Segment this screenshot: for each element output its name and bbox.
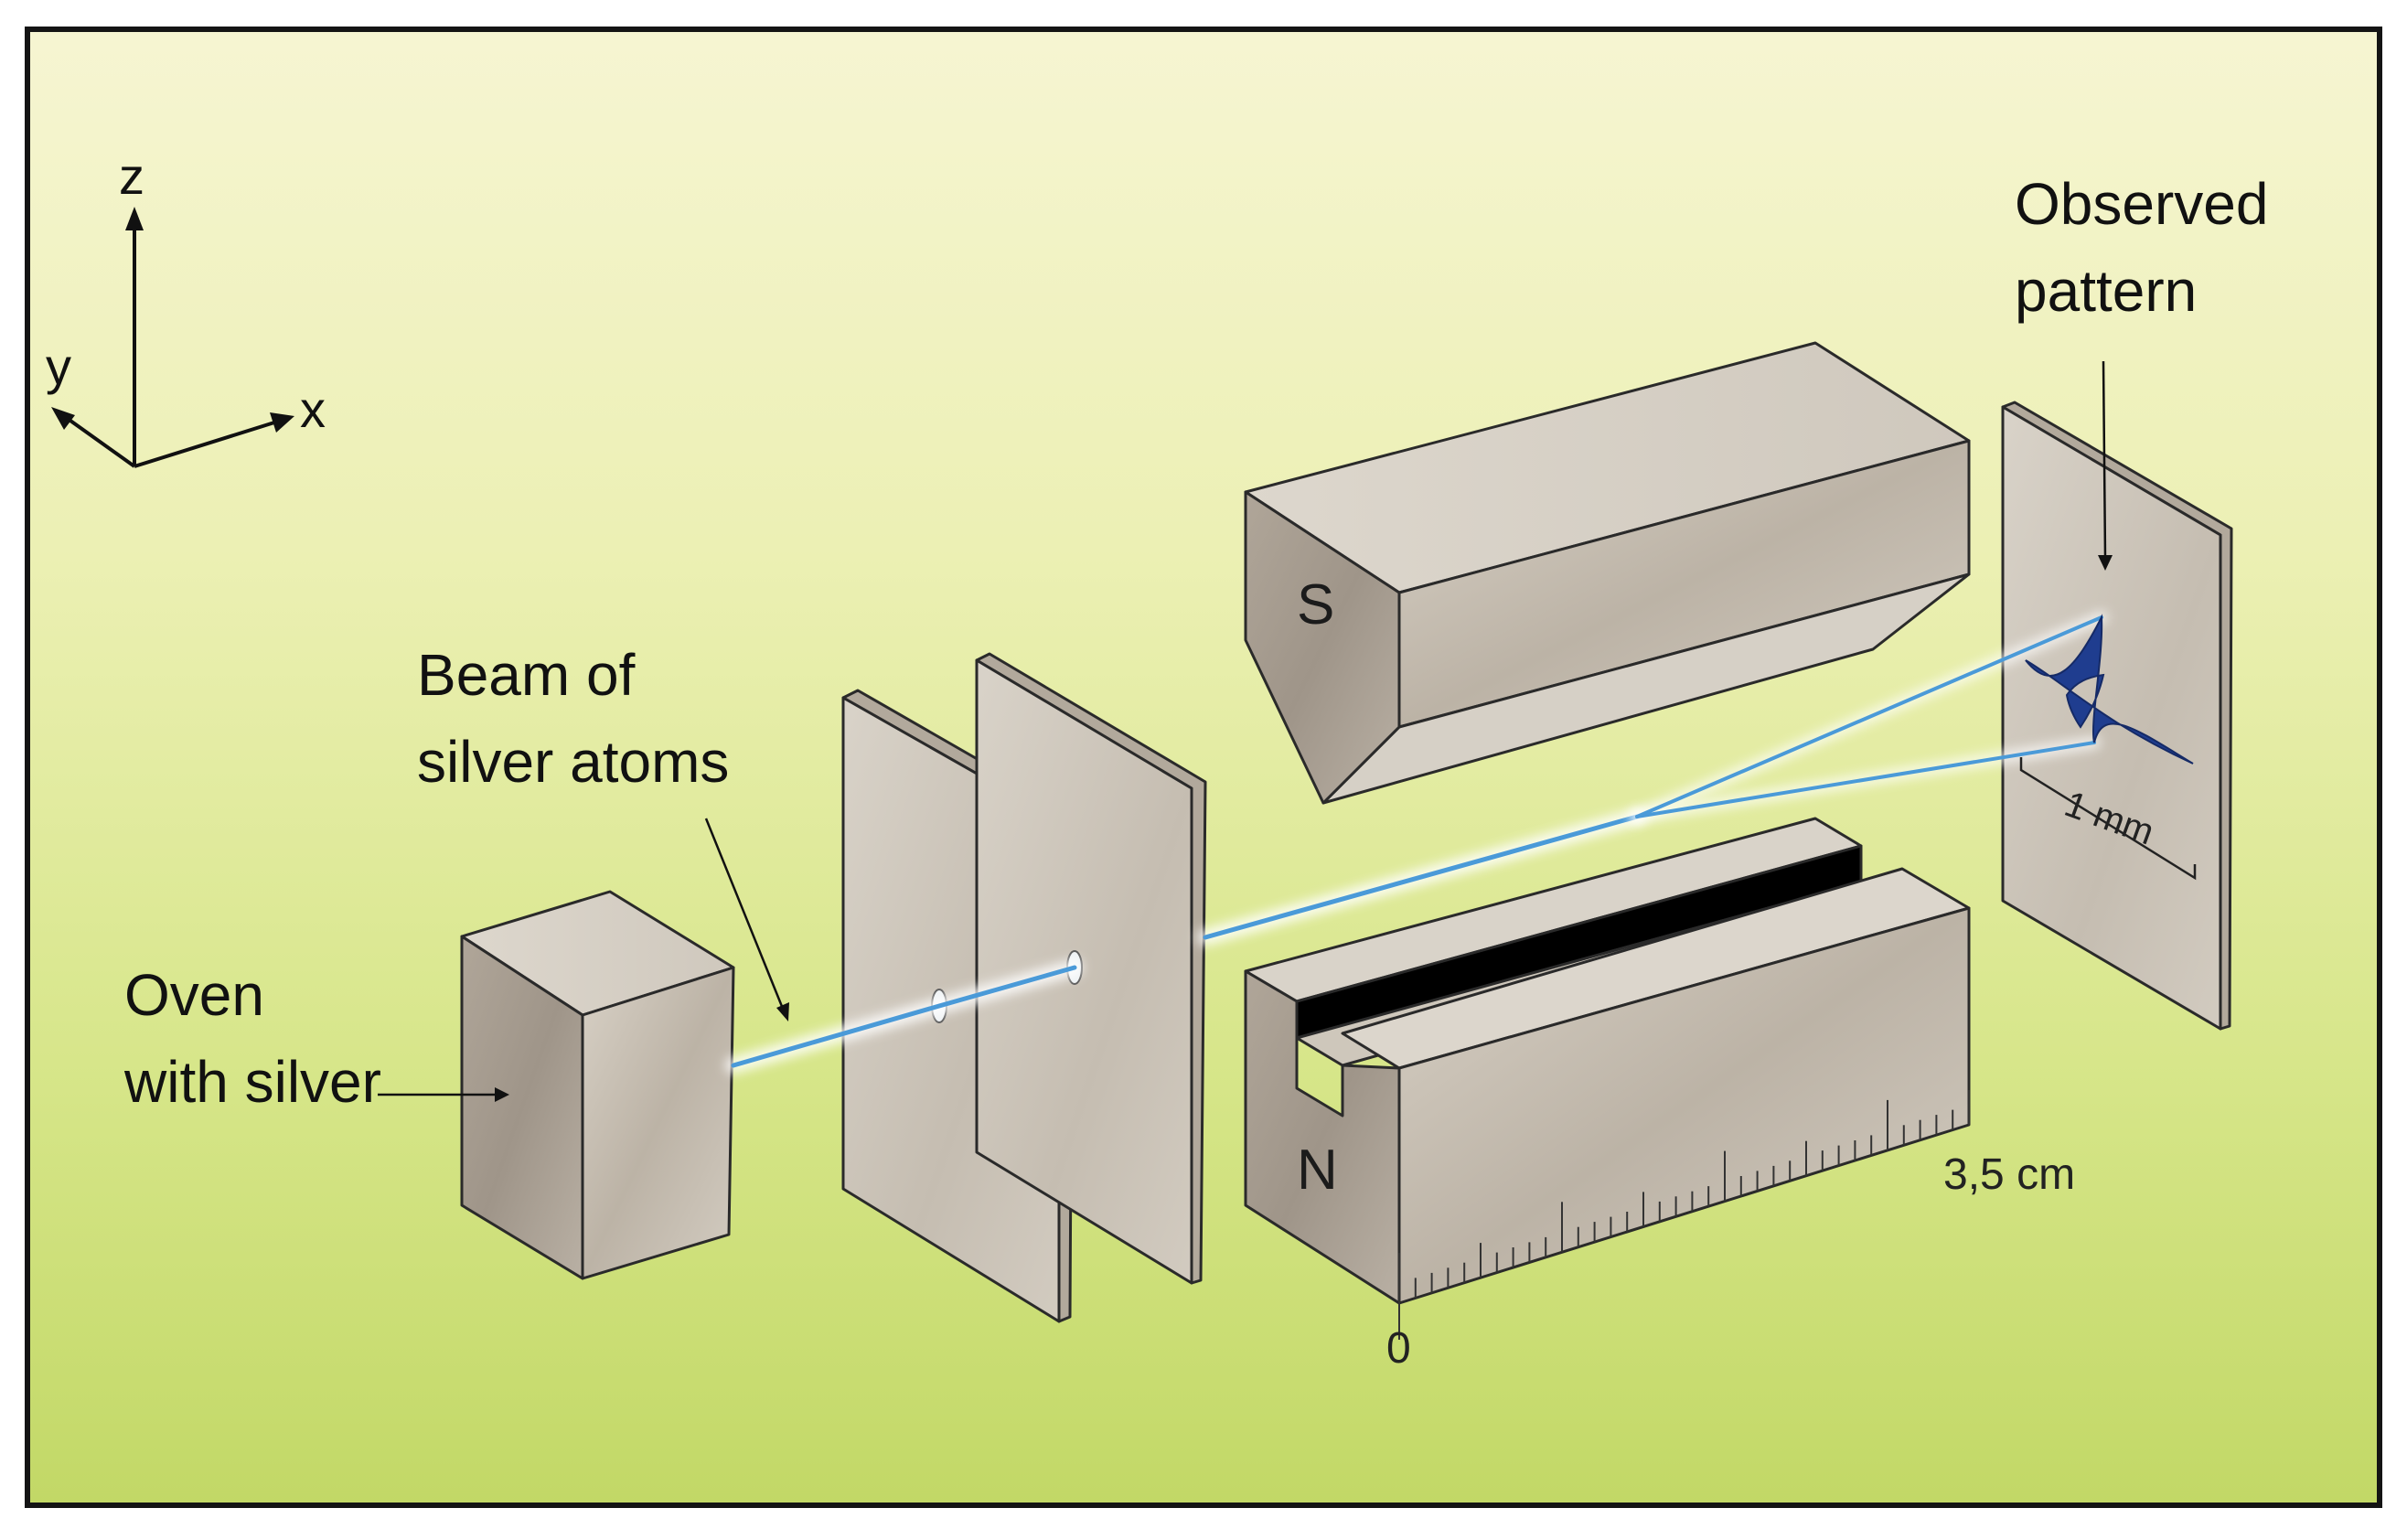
beam-core [731,814,1640,1068]
z-arrowhead [125,207,144,230]
y-axis-label: y [46,337,71,395]
magnet-north-end-face [1244,969,1401,1305]
magnet-north [1244,817,1971,1305]
oven-side-face [460,935,584,1280]
beam-upper-branch [1635,615,2103,818]
ruler-ticks [1398,1090,1970,1340]
x-arrowhead [270,412,294,433]
beam-label-line2: silver atoms [417,729,729,795]
pattern-pointer-head [2098,555,2113,571]
x-axis-label: x [300,380,326,438]
x-axis [134,421,275,468]
z-axis-label: z [119,147,144,205]
oven-block [460,890,735,1280]
ruler-end-label: 3,5 cm [1943,1150,2075,1199]
ruler-start-label: 0 [1386,1324,1411,1373]
beam-lower-branch [1635,741,2096,818]
observed-pattern-shape [2025,614,2194,765]
pattern-pointer-line [2102,360,2107,559]
pattern-label-line1: Observed [2015,171,2268,237]
pole-n-label: N [1297,1139,1338,1202]
y-arrowhead [51,407,75,430]
beam-pointer-head [776,1002,789,1021]
pole-s-label: S [1297,573,1334,636]
scale-bracket [2019,757,2197,881]
oven-label-line1: Oven [124,962,264,1028]
magnet-south-end-face [1244,490,1401,805]
magnet-south [1244,341,1971,805]
detector-screen [2001,401,2233,1031]
atom-beam [725,611,2108,1074]
pattern-label-line2: pattern [2015,258,2197,324]
beam-label-line1: Beam of [417,642,636,708]
oven-pointer-head [495,1087,509,1102]
screen-face [2001,405,2222,1031]
axis-indicator [51,207,294,468]
annotation-arrows [378,360,2113,1102]
diagram-frame [25,27,2382,1508]
oven-front-face [581,966,735,1280]
beam-pointer-line [704,818,785,1010]
oven-label-line2: with silver [123,1049,381,1115]
y-axis [62,414,136,468]
